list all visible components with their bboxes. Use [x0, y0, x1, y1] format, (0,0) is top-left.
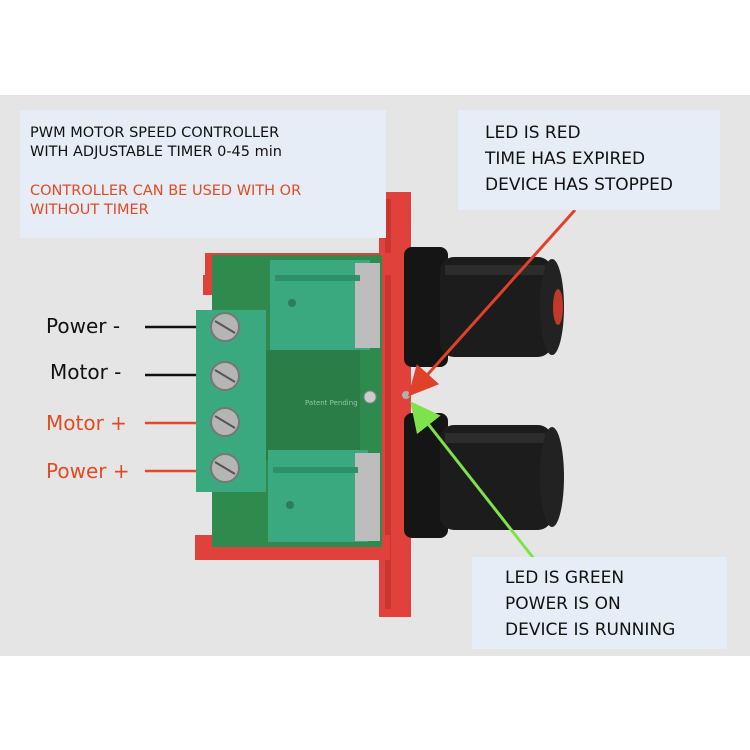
led-green-line-3: DEVICE IS RUNNING	[505, 620, 676, 640]
note-line-2: WITHOUT TIMER	[30, 202, 149, 218]
terminal-block	[196, 310, 266, 492]
label-power-negative: Power -	[46, 314, 121, 338]
label-power-positive: Power +	[46, 459, 130, 483]
led-green-line-2: POWER IS ON	[505, 594, 621, 614]
led-red-line-3: DEVICE HAS STOPPED	[485, 175, 673, 195]
potentiometer-bottom	[268, 450, 380, 542]
note-line-1: CONTROLLER CAN BE USED WITH OR	[30, 183, 302, 199]
knob-bottom	[404, 413, 564, 538]
knob-top	[404, 247, 564, 367]
led	[363, 390, 410, 404]
led-green-callout: LED IS GREEN POWER IS ON DEVICE IS RUNNI…	[472, 557, 727, 649]
led-red-line-2: TIME HAS EXPIRED	[485, 149, 646, 169]
title-text-box: PWM MOTOR SPEED CONTROLLER WITH ADJUSTAB…	[20, 110, 386, 238]
label-motor-negative: Motor -	[50, 360, 122, 384]
led-red-callout: LED IS RED TIME HAS EXPIRED DEVICE HAS S…	[458, 110, 720, 210]
potentiometer-top	[270, 260, 380, 350]
title-line-1: PWM MOTOR SPEED CONTROLLER	[30, 125, 280, 141]
label-motor-positive: Motor +	[46, 411, 127, 435]
led-green-line-1: LED IS GREEN	[505, 568, 625, 588]
led-red-line-1: LED IS RED	[485, 123, 581, 143]
title-line-2: WITH ADJUSTABLE TIMER 0-45 min	[30, 144, 282, 160]
svg-text:Patent Pending: Patent Pending	[305, 399, 358, 407]
